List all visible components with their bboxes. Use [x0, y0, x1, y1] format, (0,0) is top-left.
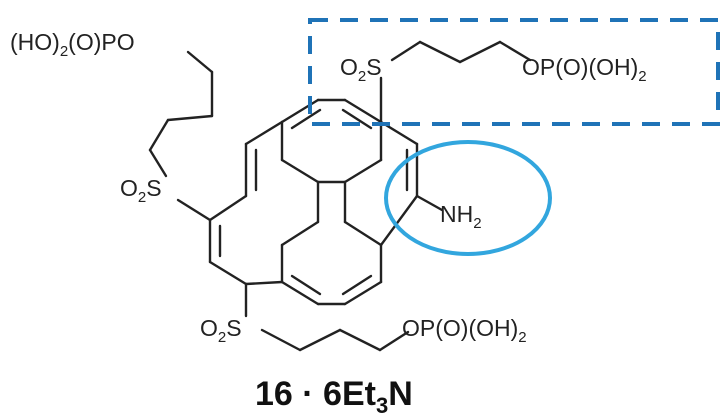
label-top-left-phosphate: (HO)2(O)PO	[10, 29, 135, 60]
compound-caption: 16 · 6Et3N	[255, 375, 413, 418]
label-left-so2: O2S	[120, 175, 162, 206]
label-bottom-so2: O2S	[200, 315, 242, 346]
label-top-right-phosphate: OP(O)(OH)2	[522, 54, 647, 85]
highlight-amine-circle	[384, 140, 552, 256]
highlight-dashed-box	[308, 18, 720, 126]
label-amine: NH2	[440, 201, 482, 232]
label-bottom-phosphate: OP(O)(OH)2	[402, 315, 527, 346]
amine-bond	[415, 194, 444, 212]
top-right-sulfonyl-chain	[379, 40, 532, 124]
left-sulfonyl-chain	[148, 50, 214, 222]
label-top-right-so2: O2S	[340, 54, 382, 85]
bottom-sulfonyl-chain	[244, 282, 410, 352]
pyrene-core	[208, 98, 419, 306]
